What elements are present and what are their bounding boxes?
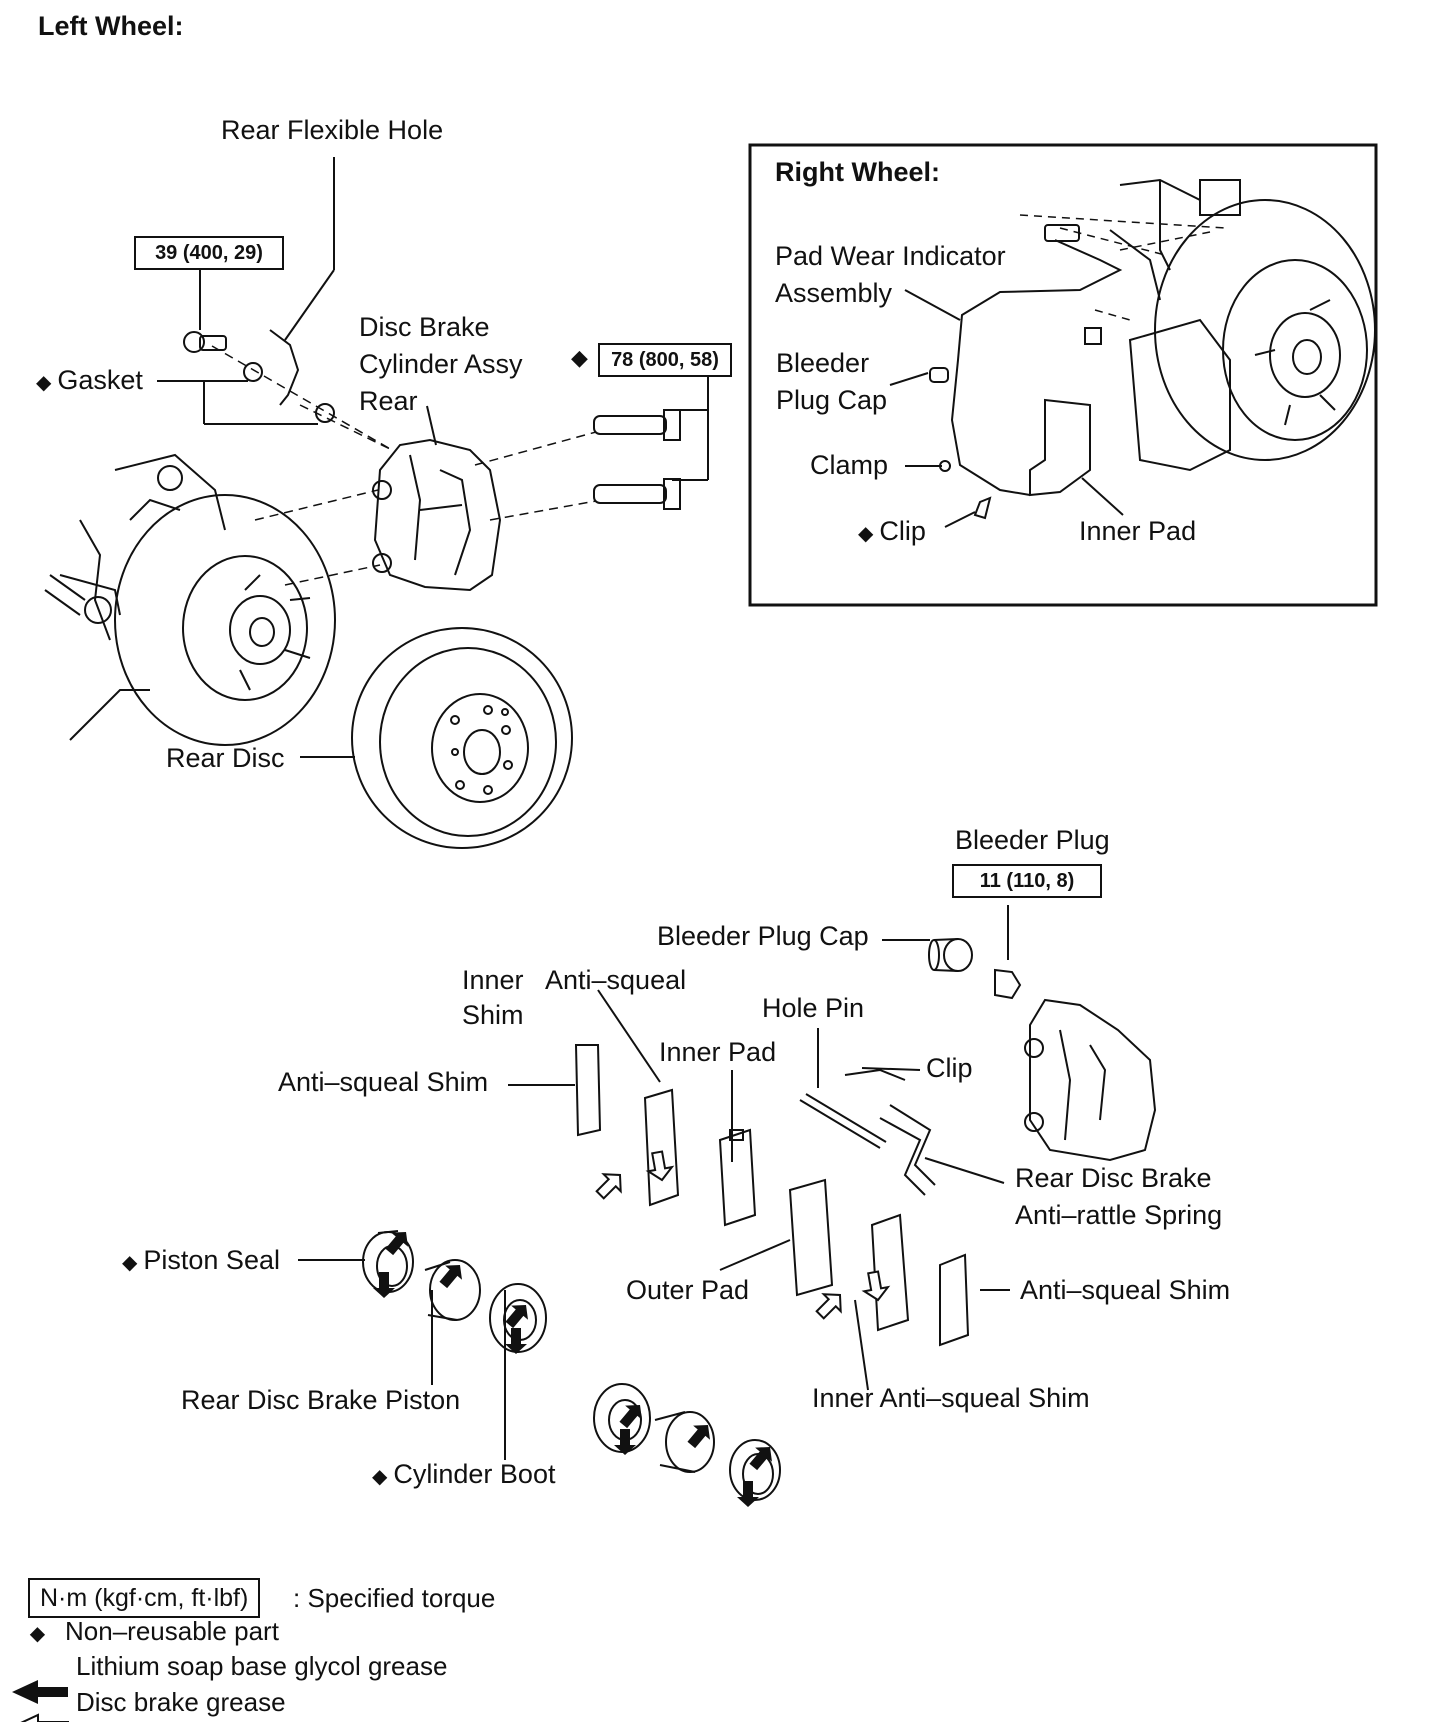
- label-cylinder-boot: ◆Cylinder Boot: [372, 1459, 556, 1489]
- legend-non-reusable: ◆Non–reusable part: [10, 1613, 279, 1652]
- inset-dashes: [1019, 214, 1226, 321]
- legend-disc-grease: Disc brake grease: [76, 1687, 286, 1717]
- label-clip: Clip: [926, 1053, 973, 1083]
- label-gasket: ◆Gasket: [36, 365, 143, 395]
- label-inner-shim-line2: Shim: [462, 1000, 524, 1030]
- hub-knuckle: [44, 453, 336, 746]
- caliper-lower: [1024, 998, 1157, 1162]
- inset-label-pad-wear-line2: Assembly: [775, 278, 893, 308]
- label-inner-shim-line1: Inner: [462, 965, 524, 995]
- label-bleeder-plug: Bleeder Plug: [955, 825, 1110, 855]
- torque-box-11: 11 (110, 8): [952, 864, 1102, 898]
- inset-leaders: [889, 289, 1124, 528]
- label-anti-squeal-shim-right: Anti–squeal Shim: [1020, 1275, 1231, 1305]
- label-anti-squeal-shim-left: Anti–squeal Shim: [278, 1067, 489, 1097]
- legend-specified-torque: : Specified torque: [293, 1583, 496, 1613]
- pads-and-shims: [574, 1044, 970, 1347]
- inset-label-pad-wear-line1: Pad Wear Indicator: [775, 241, 1006, 271]
- caliper-upper: [372, 438, 502, 592]
- bleeder-parts: [928, 938, 1022, 1000]
- leader-lines-left: [157, 157, 709, 758]
- label-cylinder-assy-line2: Cylinder Assy: [359, 349, 523, 379]
- inset-label-bleeder-cap-line1: Bleeder: [776, 348, 870, 378]
- legend-glyphs: [12, 1680, 69, 1722]
- inset-label-clamp: Clamp: [810, 450, 889, 480]
- torque-box-39: 39 (400, 29): [134, 236, 284, 270]
- diamond-icon: ◆: [372, 1466, 388, 1488]
- right-wheel-inset: [748, 143, 1378, 607]
- inset-label-clip: ◆Clip: [858, 516, 926, 546]
- label-inner-shim-line3: Anti–squeal: [545, 965, 687, 995]
- mount-bolts: [183, 329, 681, 510]
- label-piston-seal: ◆Piston Seal: [122, 1245, 280, 1275]
- diamond-icon: ◆: [29, 1623, 46, 1645]
- torque-box-78: 78 (800, 58): [598, 343, 732, 377]
- label-bleeder-plug-cap: Bleeder Plug Cap: [657, 921, 869, 951]
- label-hole-pin: Hole Pin: [762, 993, 865, 1023]
- diamond-icon: ◆: [36, 372, 52, 394]
- rear-disc: [351, 627, 573, 849]
- label-rear-piston: Rear Disc Brake Piston: [181, 1385, 461, 1415]
- legend-unit-box: N·m (kgf·cm, ft·lbf): [28, 1578, 261, 1618]
- label-rear-disc: Rear Disc: [166, 743, 285, 773]
- right-wheel-heading: Right Wheel:: [775, 157, 940, 187]
- label-outer-pad: Outer Pad: [626, 1275, 750, 1305]
- label-inner-pad: Inner Pad: [659, 1037, 777, 1067]
- label-spring-line1: Rear Disc Brake: [1015, 1163, 1212, 1193]
- label-rear-flexible-hole: Rear Flexible Hole: [221, 115, 444, 145]
- inset-brake: [973, 178, 1376, 520]
- left-wheel-heading: Left Wheel:: [38, 11, 184, 41]
- label-cylinder-assy-line1: Disc Brake: [359, 312, 490, 342]
- diamond-icon: ◆: [858, 523, 874, 545]
- diamond-icon: ◆: [122, 1252, 138, 1274]
- leader-lines-lower: [298, 905, 1010, 1460]
- inset-label-inner-pad: Inner Pad: [1079, 516, 1197, 546]
- diamond-icon: ◆: [571, 345, 588, 370]
- legend-lithium-grease: Lithium soap base glycol grease: [76, 1651, 448, 1681]
- inset-label-bleeder-cap-line2: Plug Cap: [776, 385, 888, 415]
- label-inner-anti-squeal-shim: Inner Anti–squeal Shim: [812, 1383, 1090, 1413]
- label-spring-line2: Anti–rattle Spring: [1015, 1200, 1223, 1230]
- label-cylinder-assy-line3: Rear: [359, 386, 418, 416]
